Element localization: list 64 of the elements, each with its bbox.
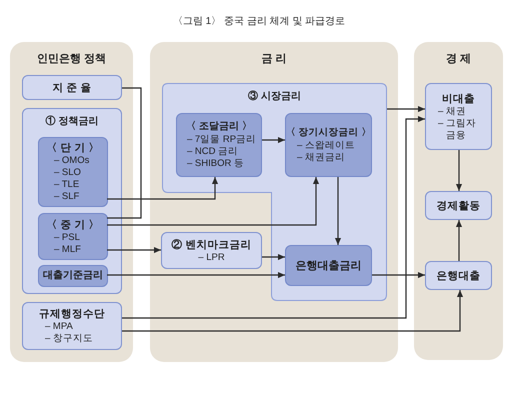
arrow xyxy=(122,116,425,319)
list-item: – 창구지도 xyxy=(45,333,94,345)
box-title: 〈 단 기 〉 xyxy=(46,141,100,155)
list-item: – MLF xyxy=(54,244,82,256)
box-title: 〈 장기시장금리 〉 xyxy=(286,126,371,140)
list-item: – SLO xyxy=(54,167,82,179)
panel-title: 금 리 xyxy=(260,52,288,66)
arrow xyxy=(456,220,462,261)
arrow xyxy=(334,177,342,245)
list-item: – NCD 금리 xyxy=(187,146,240,158)
arrow xyxy=(107,246,161,254)
connector-line xyxy=(107,87,142,219)
panel-title: 인민은행 정책 xyxy=(36,52,108,66)
inner-box xyxy=(176,113,262,177)
info-box xyxy=(161,232,262,269)
info-box xyxy=(22,75,122,100)
list-item: – 채권 xyxy=(438,106,467,118)
info-box xyxy=(425,83,492,150)
column-panel xyxy=(414,42,503,360)
inner-box xyxy=(285,245,372,286)
list-item: – MPA xyxy=(45,321,74,333)
box-title: 〈 조달금리 〉 xyxy=(185,120,253,134)
inner-box xyxy=(38,265,108,287)
arrow xyxy=(456,150,462,191)
inner-box xyxy=(38,213,108,260)
box-label: 대출기준금리 xyxy=(42,269,104,283)
list-item: – PSL xyxy=(54,232,81,244)
arrow xyxy=(107,272,285,278)
box-title: ③ 시장금리 xyxy=(247,90,302,104)
arrow xyxy=(372,272,425,278)
info-box xyxy=(425,191,492,220)
list-item: – LPR xyxy=(197,252,226,264)
box-label: 은행대출 xyxy=(436,268,482,282)
arrow xyxy=(122,290,464,332)
list-item: – 그림자 금융 xyxy=(438,118,477,142)
info-box xyxy=(22,108,122,294)
panel-title: 경 제 xyxy=(444,52,472,66)
list-item: – SLF xyxy=(54,191,80,203)
list-item: – 스왑레이트 xyxy=(297,140,356,152)
column-panel xyxy=(150,42,398,362)
list-item: – 채권금리 xyxy=(297,152,346,164)
box-label: 경제활동 xyxy=(436,198,482,212)
box-title: 〈 중 기 〉 xyxy=(46,218,100,232)
list-item: – OMOs xyxy=(54,155,90,167)
inner-box xyxy=(285,113,372,177)
arrow xyxy=(107,177,320,226)
column-panel xyxy=(10,42,133,362)
arrow xyxy=(387,106,425,112)
list-item: – SHIBOR 등 xyxy=(187,158,245,170)
inner-box xyxy=(38,137,108,207)
box-label: 지 준 율 xyxy=(52,80,92,94)
info-box xyxy=(22,302,122,350)
figure-title: 〈그림 1〉 중국 금리 체계 및 파급경로 xyxy=(172,15,346,29)
info-box xyxy=(425,261,492,290)
box-label: 은행대출금리 xyxy=(294,258,362,272)
box-title: 비대출 xyxy=(441,92,476,106)
list-item: – 7일물 RP금리 xyxy=(187,134,258,146)
box-title: 규제행정수단 xyxy=(38,307,106,321)
arrow xyxy=(107,177,218,200)
arrow xyxy=(262,254,285,260)
box-title: ① 정책금리 xyxy=(44,114,100,129)
list-item: – TLE xyxy=(54,179,80,191)
box-title: ② 벤치마크금리 xyxy=(170,238,252,252)
arrow xyxy=(262,136,285,144)
